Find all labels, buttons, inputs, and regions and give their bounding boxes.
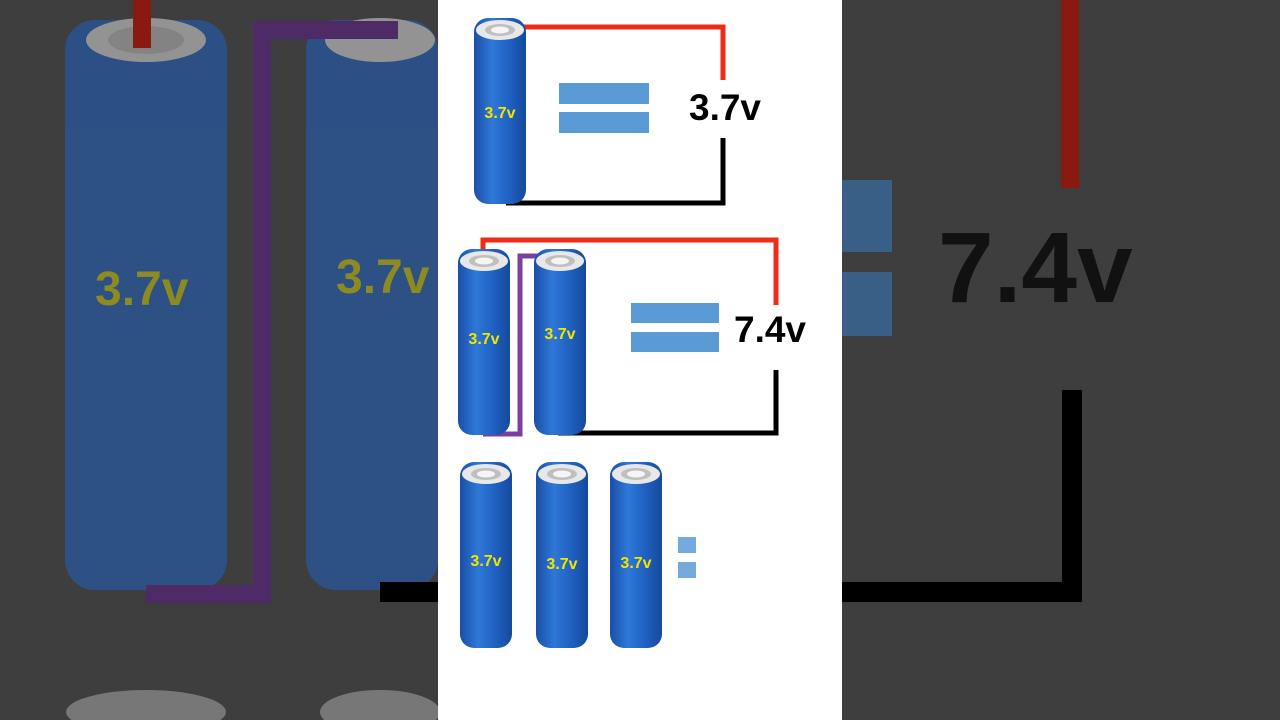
equals-bar-top xyxy=(631,303,719,323)
positive-wire xyxy=(500,24,726,80)
diagram-three-cells: 3.7v 3.7v 3.7v xyxy=(460,462,696,648)
cell-voltage-label: 3.7v xyxy=(468,331,499,348)
battery-cell: 3.7v xyxy=(474,18,526,204)
diagram-panel: 3.7v 3.7v 3.7v 3.7v 7.4v 3.7v 3.7v xyxy=(438,0,842,720)
battery-cell: 3.7v xyxy=(610,462,662,648)
positive-wire xyxy=(480,237,779,305)
negative-wire xyxy=(558,370,779,436)
equals-bar-top xyxy=(678,537,696,553)
battery-cell: 3.7v xyxy=(460,462,512,648)
background-cell-middle xyxy=(306,18,438,590)
background-purple-wire xyxy=(146,21,398,603)
equals-bar-bottom xyxy=(631,332,719,352)
total-voltage-label: 7.4v xyxy=(734,309,806,350)
battery-cell: 3.7v xyxy=(536,462,588,648)
battery-cell: 3.7v xyxy=(458,249,510,435)
background-red-wire-right xyxy=(1061,0,1079,188)
background-equals-bar-top xyxy=(842,180,892,252)
background-cell-tops xyxy=(66,690,440,720)
total-voltage-label: 3.7v xyxy=(689,87,761,128)
cell-voltage-label: 3.7v xyxy=(544,326,575,343)
equals-bar-bottom xyxy=(678,562,696,578)
background-cell-left xyxy=(65,18,227,590)
background-cell-label-left: 3.7v xyxy=(95,263,189,316)
equals-bar-bottom xyxy=(559,112,649,133)
battery-cell: 3.7v xyxy=(534,249,586,435)
background-red-wire-left xyxy=(133,0,151,48)
background-voltage-label: 7.4v xyxy=(938,212,1133,324)
cell-voltage-label: 3.7v xyxy=(470,553,501,570)
background-equals-bar-bottom xyxy=(842,272,892,336)
equals-bar-top xyxy=(559,83,649,104)
cell-voltage-label: 3.7v xyxy=(620,555,651,572)
background-cell-label-middle: 3.7v xyxy=(336,251,430,304)
cell-voltage-label: 3.7v xyxy=(546,556,577,573)
diagram-two-cells-series: 3.7v 3.7v 7.4v xyxy=(458,237,806,437)
negative-wire xyxy=(506,138,726,206)
series-link-wire xyxy=(483,253,541,437)
cell-voltage-label: 3.7v xyxy=(484,105,515,122)
diagram-single-cell: 3.7v 3.7v xyxy=(474,18,761,206)
